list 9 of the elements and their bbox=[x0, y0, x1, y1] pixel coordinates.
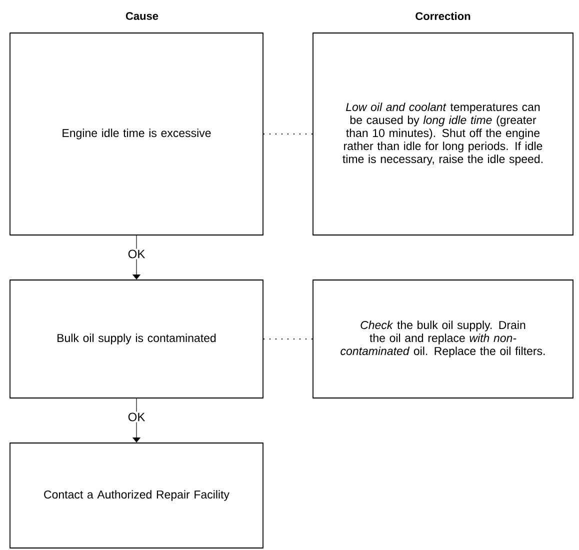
correction-box: Check the bulk oil supply. Drain the oil and replace with non-contaminated oil. Replace the oil filters. bbox=[312, 280, 574, 398]
edge-label: OK bbox=[128, 412, 146, 422]
cause-box: Bulk oil supply is contaminated bbox=[10, 280, 264, 398]
cause-box: Contact a Authorized Repair Facility bbox=[10, 442, 264, 548]
column-heading: Cause bbox=[126, 12, 158, 20]
edge-label: OK bbox=[128, 250, 146, 258]
column-heading: Correction bbox=[416, 12, 470, 20]
cause-box: Engine idle time is excessive bbox=[10, 32, 264, 236]
correction-box: Low oil and coolant temperatures can be caused by long idle time (greater than 10 minutes). Shut off the engine rather than idle for long periods. If idle time is necessary, raise the idle speed. bbox=[312, 32, 574, 236]
